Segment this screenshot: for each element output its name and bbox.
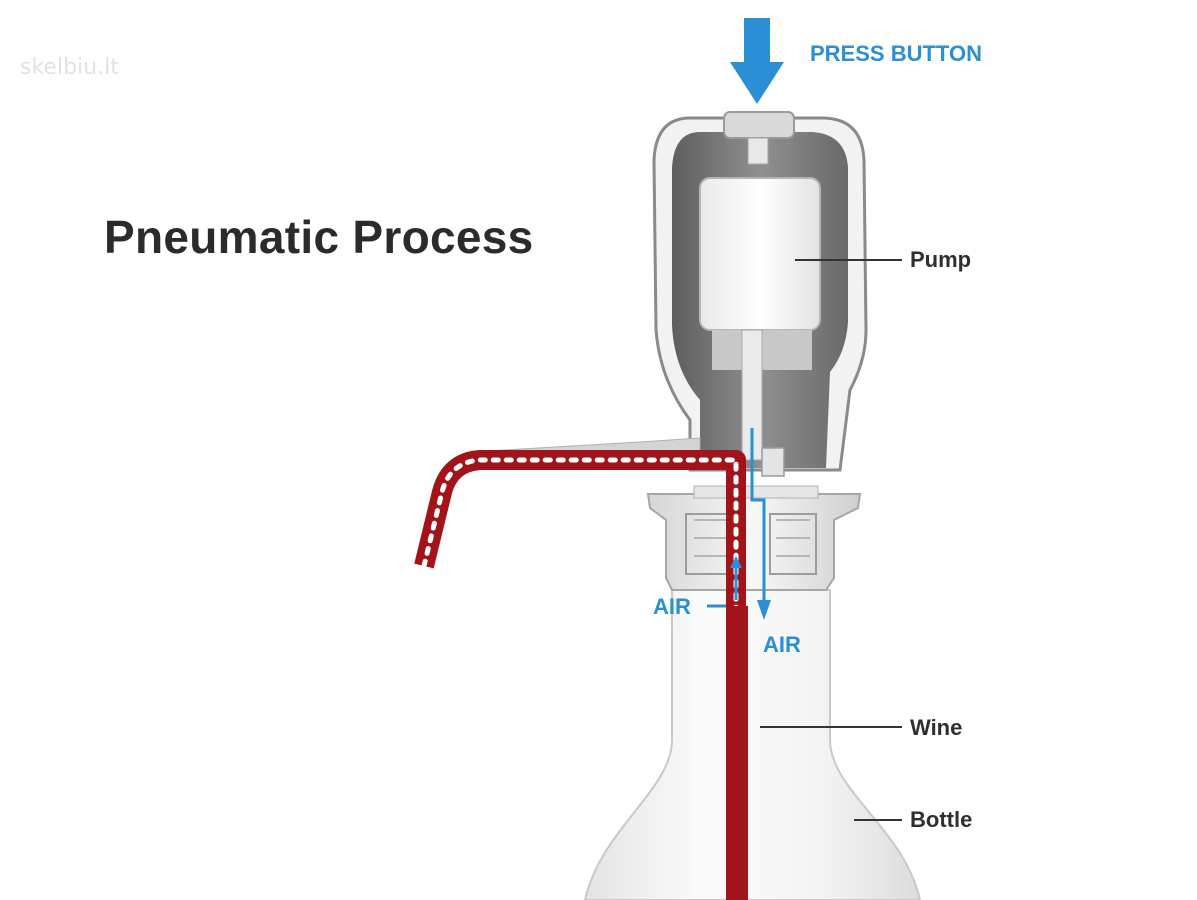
wine-label: Wine [910,715,963,740]
diagram-title: Pneumatic Process [104,211,534,263]
pump-label: Pump [910,247,972,272]
pump-cylinder [699,177,821,331]
press-arrow-icon [730,18,784,104]
bottle-collar [646,493,862,591]
press-button-cap [723,111,795,139]
wine-tube [726,606,748,900]
bottle-shape [583,589,922,900]
air-down-arrow [750,428,766,605]
bottle-label: Bottle [910,807,973,832]
air-inlet-label: AIR [653,594,691,619]
press-button-label: PRESS BUTTON [810,41,982,66]
air-outflow-label: AIR [763,632,801,657]
watermark: skelbiu.lt [20,55,119,80]
